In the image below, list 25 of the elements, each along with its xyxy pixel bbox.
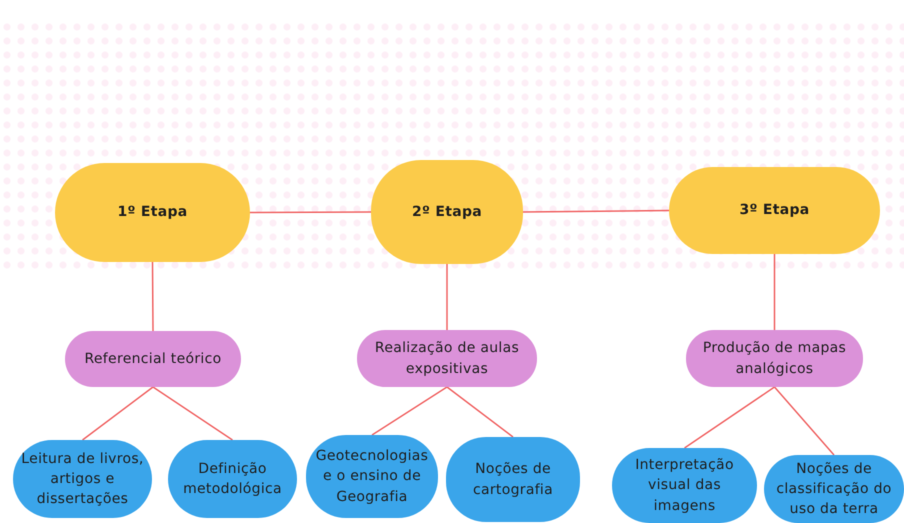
connector-line	[82, 386, 154, 441]
node-label: Definição metodológica	[182, 460, 283, 499]
node-label: 2º Etapa	[412, 202, 482, 222]
item-pill	[764, 455, 904, 523]
connector-line	[372, 386, 448, 436]
node-label: 3º Etapa	[739, 201, 810, 220]
stage-pill	[669, 167, 880, 254]
node-label: Noções de cartografia	[472, 460, 554, 500]
connector-line	[446, 386, 514, 438]
node-label: Interpretação visual das imagens	[634, 456, 735, 516]
node-label: Geotecnologias e o ensino de Geografia	[314, 447, 430, 507]
node-label: 1º Etapa	[117, 203, 188, 222]
node-label: Referencial teórico	[84, 350, 222, 369]
node-label: Realização de aulas expositivas	[374, 339, 520, 378]
connector-line	[774, 254, 776, 330]
connector-line	[152, 262, 154, 331]
connector-line	[152, 386, 233, 441]
connector-line	[523, 210, 669, 213]
connector-line	[250, 211, 371, 214]
node-label: Noções de classificação do uso da terra	[775, 460, 893, 520]
connector-line	[774, 386, 835, 456]
node-label: Produção de mapas analógicos	[702, 339, 848, 378]
connector-line	[684, 386, 775, 449]
connector-line	[446, 264, 448, 330]
node-label: Leitura de livros, artigos e dissertações	[21, 450, 144, 510]
